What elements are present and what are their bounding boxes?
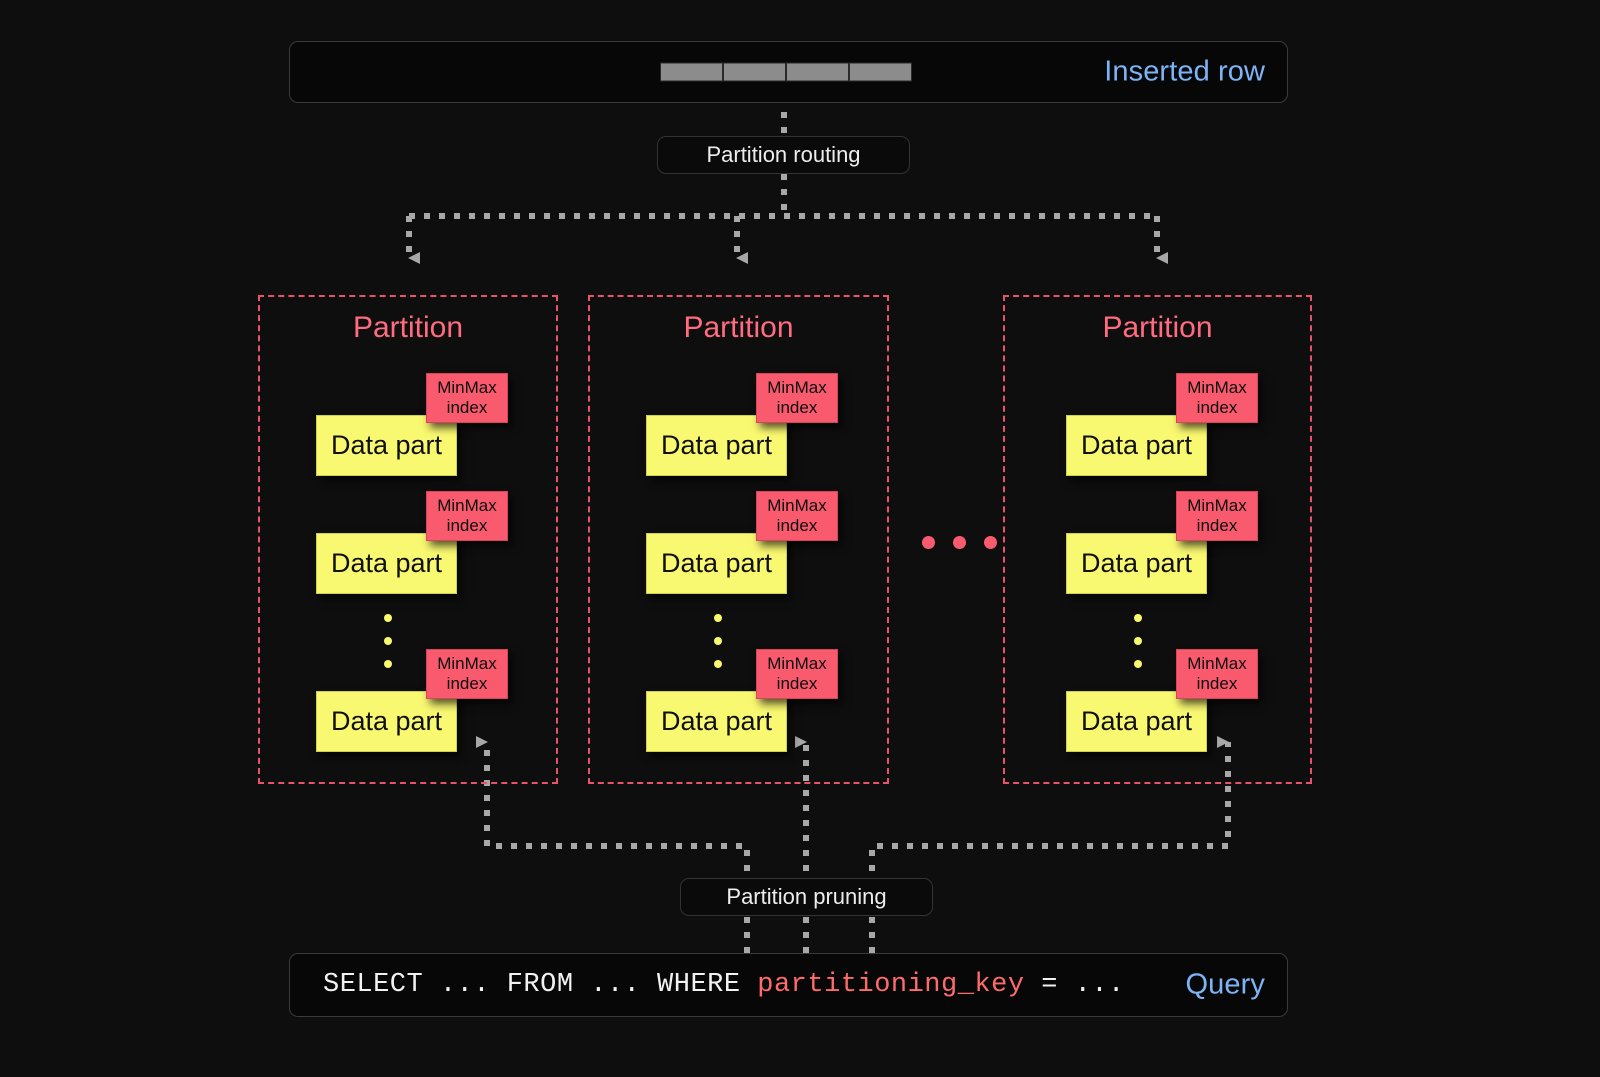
partitions-ellipsis bbox=[922, 536, 997, 549]
minmax-index-box: MinMax index bbox=[426, 373, 508, 423]
query-bar: SELECT ... FROM ... WHERE partitioning_k… bbox=[289, 953, 1288, 1017]
minmax-index-box: MinMax index bbox=[756, 491, 838, 541]
minmax-index-line-1: MinMax bbox=[1187, 378, 1247, 398]
minmax-index-box: MinMax index bbox=[1176, 491, 1258, 541]
minmax-index-box: MinMax index bbox=[426, 491, 508, 541]
data-part-box: Data part bbox=[646, 691, 787, 752]
row-cell bbox=[723, 62, 786, 82]
partition-pruning-label: Partition pruning bbox=[726, 884, 887, 909]
partition-title: Partition bbox=[352, 311, 464, 344]
minmax-index-box: MinMax index bbox=[756, 373, 838, 423]
inserted-row-cells bbox=[660, 62, 912, 82]
inserted-row-bar: Inserted row bbox=[289, 41, 1288, 103]
partition-box-2: Partition Data part MinMax index Data pa… bbox=[588, 295, 889, 784]
minmax-index-line-1: MinMax bbox=[767, 378, 827, 398]
minmax-index-line-1: MinMax bbox=[1187, 496, 1247, 516]
partition-routing-label: Partition routing bbox=[706, 142, 861, 167]
inserted-row-label: Inserted row bbox=[1104, 55, 1265, 88]
query-statement: SELECT ... FROM ... WHERE partitioning_k… bbox=[323, 970, 1125, 1000]
minmax-index-line-2: index bbox=[776, 398, 818, 417]
ellipsis-dot bbox=[714, 660, 722, 668]
query-partitioning-key: partitioning_key bbox=[757, 970, 1025, 1000]
minmax-index-line-1: MinMax bbox=[437, 378, 497, 398]
ellipsis-dot bbox=[384, 614, 392, 622]
partition-pruning-box: Partition pruning bbox=[680, 878, 933, 916]
row-cell bbox=[786, 62, 849, 82]
minmax-index-line-2: index bbox=[776, 516, 818, 535]
partition-routing-box: Partition routing bbox=[657, 136, 910, 174]
partition-title: Partition bbox=[1102, 311, 1213, 344]
data-part-box: Data part bbox=[316, 533, 457, 594]
minmax-index-line-1: MinMax bbox=[767, 654, 827, 674]
data-part-box: Data part bbox=[1066, 415, 1207, 476]
ellipsis-dot bbox=[1134, 614, 1142, 622]
minmax-index-line-1: MinMax bbox=[437, 654, 497, 674]
data-part-box: Data part bbox=[1066, 533, 1207, 594]
minmax-index-line-2: index bbox=[446, 398, 488, 417]
ellipsis-dot bbox=[714, 614, 722, 622]
data-part-box: Data part bbox=[646, 415, 787, 476]
minmax-index-line-2: index bbox=[1196, 516, 1238, 535]
partition-title: Partition bbox=[683, 311, 794, 344]
minmax-index-line-1: MinMax bbox=[1187, 654, 1247, 674]
query-prefix: SELECT ... FROM ... WHERE bbox=[323, 970, 758, 1000]
minmax-index-box: MinMax index bbox=[1176, 373, 1258, 423]
data-part-box: Data part bbox=[316, 691, 457, 752]
minmax-index-line-2: index bbox=[446, 674, 488, 693]
ellipsis-dot bbox=[384, 637, 392, 645]
parts-ellipsis bbox=[714, 614, 722, 668]
minmax-index-line-2: index bbox=[1196, 398, 1238, 417]
row-cell bbox=[849, 62, 912, 82]
ellipsis-dot bbox=[384, 660, 392, 668]
query-suffix: = ... bbox=[1024, 970, 1125, 1000]
minmax-index-box: MinMax index bbox=[756, 649, 838, 699]
data-part-box: Data part bbox=[316, 415, 457, 476]
query-label: Query bbox=[1185, 968, 1265, 1001]
ellipsis-dot bbox=[984, 536, 997, 549]
ellipsis-dot bbox=[922, 536, 935, 549]
parts-ellipsis bbox=[1134, 614, 1142, 668]
minmax-index-line-1: MinMax bbox=[437, 496, 497, 516]
data-part-box: Data part bbox=[646, 533, 787, 594]
ellipsis-dot bbox=[1134, 660, 1142, 668]
minmax-index-box: MinMax index bbox=[426, 649, 508, 699]
data-part-box: Data part bbox=[1066, 691, 1207, 752]
partition-box-3: Partition Data part MinMax index Data pa… bbox=[1003, 295, 1312, 784]
minmax-index-line-2: index bbox=[776, 674, 818, 693]
minmax-index-box: MinMax index bbox=[1176, 649, 1258, 699]
partition-box-1: Partition Data part MinMax index Data pa… bbox=[258, 295, 558, 784]
ellipsis-dot bbox=[953, 536, 966, 549]
ellipsis-dot bbox=[714, 637, 722, 645]
minmax-index-line-2: index bbox=[446, 516, 488, 535]
ellipsis-dot bbox=[1134, 637, 1142, 645]
minmax-index-line-2: index bbox=[1196, 674, 1238, 693]
parts-ellipsis bbox=[384, 614, 392, 668]
row-cell bbox=[660, 62, 723, 82]
minmax-index-line-1: MinMax bbox=[767, 496, 827, 516]
